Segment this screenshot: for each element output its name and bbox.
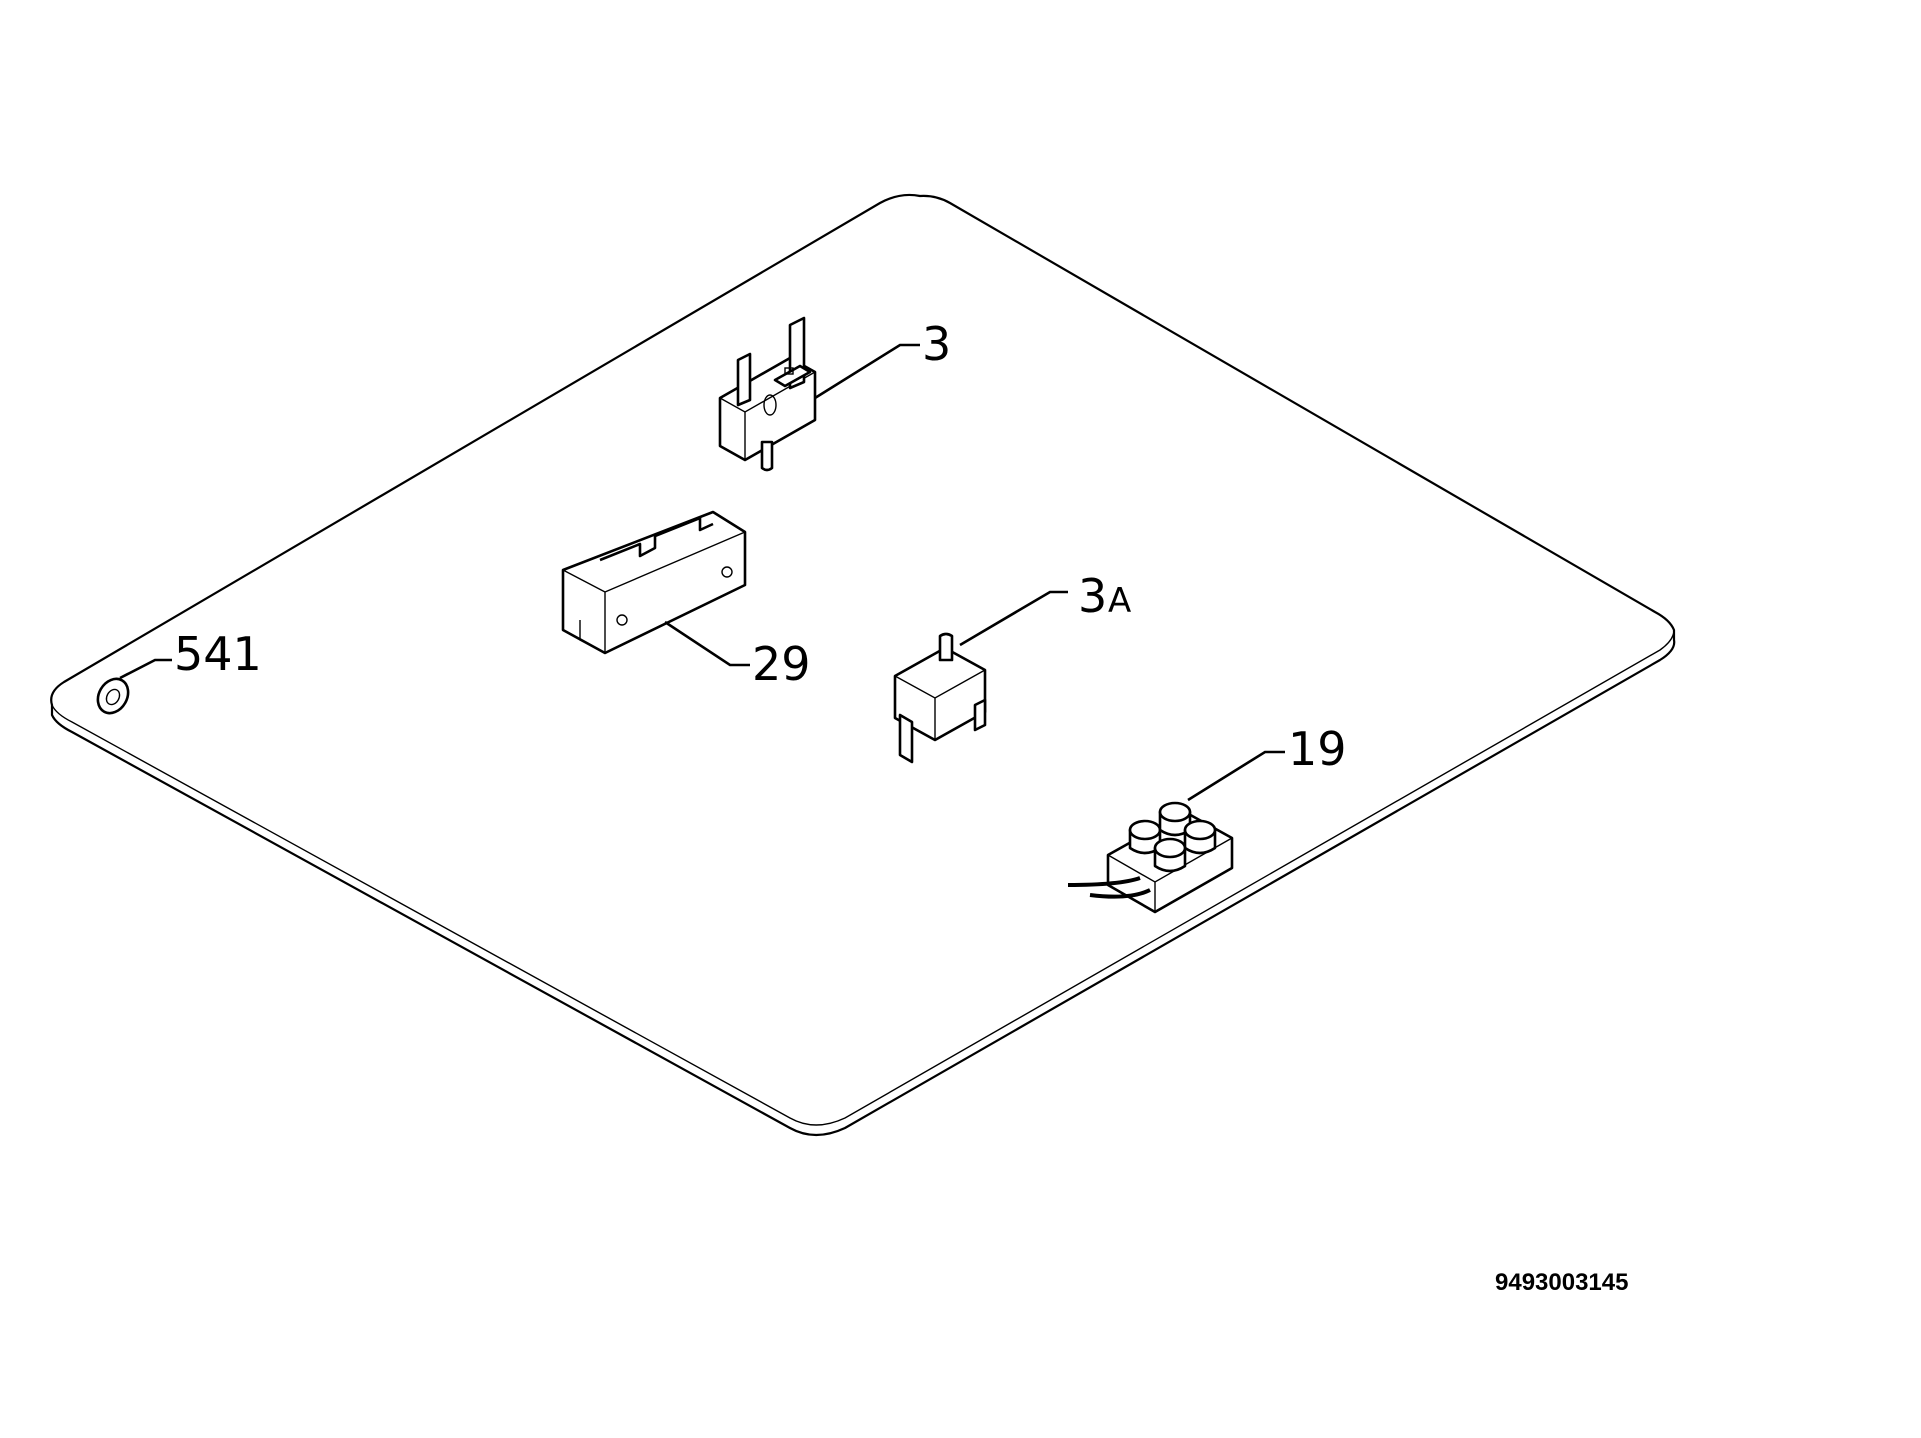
part-19-terminal-block: 19 [1067, 722, 1347, 914]
part-3a-switch: 3 A [893, 569, 1131, 764]
part-3-switch: 3 [718, 316, 951, 472]
callout-3: 3 [922, 317, 951, 371]
callout-19: 19 [1288, 722, 1347, 776]
part-29-connector-block: 29 [561, 510, 811, 691]
callout-3a-number: 3 [1078, 569, 1107, 623]
callout-29: 29 [752, 637, 811, 691]
callout-3a-letter: A [1108, 581, 1131, 621]
base-plate [50, 193, 1676, 1137]
document-number: 9493003145 [1495, 1269, 1628, 1296]
part-541-grommet: 541 [96, 627, 262, 715]
callout-541: 541 [174, 627, 262, 681]
